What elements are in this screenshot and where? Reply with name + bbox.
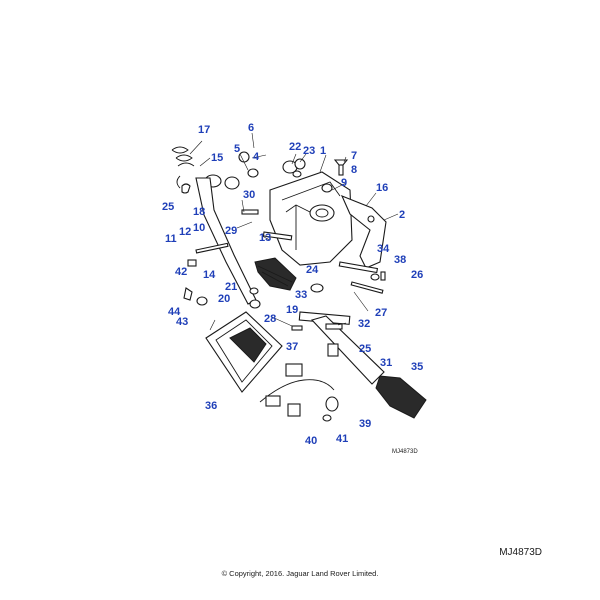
callout-37: 37 xyxy=(286,341,298,353)
callout-24: 24 xyxy=(306,264,319,276)
return-spring xyxy=(171,146,195,189)
callout-17: 17 xyxy=(198,124,210,136)
callout-26: 26 xyxy=(411,269,423,281)
callout-15: 15 xyxy=(211,152,223,164)
callout-11: 11 xyxy=(165,233,177,245)
callout-5: 5 xyxy=(234,143,240,155)
callout-42: 42 xyxy=(175,266,187,278)
pedal-pad-rubber xyxy=(254,257,297,291)
callout-14: 14 xyxy=(203,269,216,281)
callout-7: 7 xyxy=(351,150,357,162)
leader-lines xyxy=(189,132,399,331)
callout-20: 20 xyxy=(218,293,230,305)
callout-21: 21 xyxy=(225,281,237,293)
callout-1: 1 xyxy=(320,145,326,157)
callout-23: 23 xyxy=(303,145,315,157)
callout-6: 6 xyxy=(248,122,254,134)
misc-small-parts xyxy=(183,271,386,331)
callout-29: 29 xyxy=(225,225,237,237)
pushrod-and-studs xyxy=(187,209,384,294)
callout-27: 27 xyxy=(375,307,387,319)
callout-12: 12 xyxy=(179,226,191,238)
callout-9: 9 xyxy=(341,177,347,189)
bushes-and-washers xyxy=(204,151,349,190)
brake-pedal-assembly xyxy=(298,311,427,419)
callout-38: 38 xyxy=(394,254,406,266)
callout-34: 34 xyxy=(377,243,390,255)
callout-28: 28 xyxy=(264,313,276,325)
callout-labels: 17 6 5 4 15 22 23 1 7 8 9 16 25 18 30 2 … xyxy=(162,122,423,447)
callout-16: 16 xyxy=(376,182,388,194)
callout-43: 43 xyxy=(176,316,188,328)
copyright-notice: © Copyright, 2016. Jaguar Land Rover Lim… xyxy=(221,569,379,578)
callout-44: 44 xyxy=(168,306,181,318)
callout-4: 4 xyxy=(253,151,260,163)
callout-19: 19 xyxy=(286,304,298,316)
callout-32: 32 xyxy=(358,318,370,330)
pedal-box-housing xyxy=(269,171,353,266)
callout-40: 40 xyxy=(305,435,317,447)
callout-35: 35 xyxy=(411,361,423,373)
callout-13: 13 xyxy=(259,232,271,244)
callout-41: 41 xyxy=(336,433,348,445)
brake-light-switch xyxy=(259,363,339,422)
callout-36: 36 xyxy=(205,400,217,412)
callout-25-upper: 25 xyxy=(162,201,174,213)
diagram-reference-code: MJ4873D xyxy=(499,547,542,558)
callout-10: 10 xyxy=(193,222,205,234)
diagram-inner-reference: MJ4873D xyxy=(392,449,418,455)
callout-30: 30 xyxy=(243,189,255,201)
callout-33: 33 xyxy=(295,289,307,301)
callout-8: 8 xyxy=(351,164,357,176)
callout-39: 39 xyxy=(359,418,371,430)
callout-18: 18 xyxy=(193,206,205,218)
callout-22: 22 xyxy=(289,141,301,153)
callout-31: 31 xyxy=(380,357,392,369)
pedal-box-gasket xyxy=(205,311,283,393)
callout-2: 2 xyxy=(399,209,405,221)
callout-25-lower: 25 xyxy=(359,343,371,355)
